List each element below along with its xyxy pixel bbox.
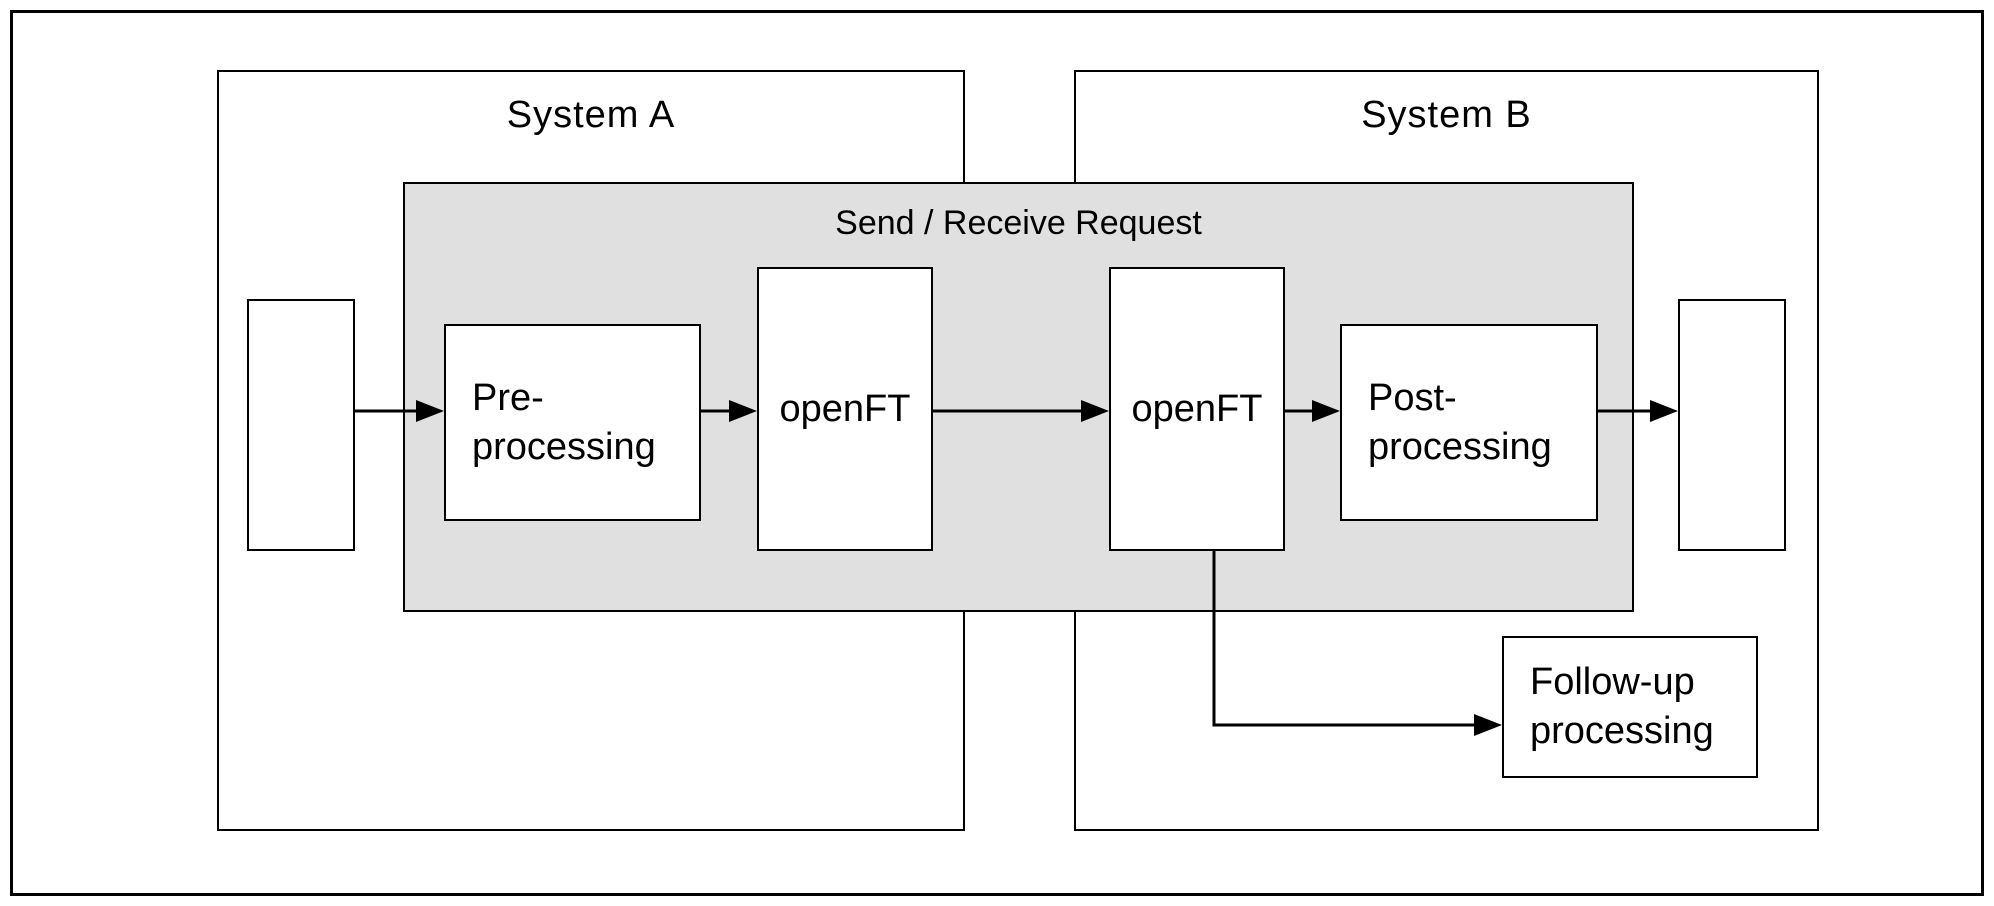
followup-processing-box: Follow-up processing [1502, 636, 1758, 778]
send-receive-request-label: Send / Receive Request [835, 204, 1202, 242]
source-file-box [247, 299, 355, 551]
followup-processing-label: Follow-up processing [1530, 661, 1714, 752]
postprocessing-box: Post- processing [1340, 324, 1598, 521]
openft-a-box: openFT [757, 267, 933, 551]
openft-b-label: openFT [1131, 387, 1263, 430]
system-b-label: System B [1361, 94, 1532, 136]
system-a-label: System A [506, 94, 676, 136]
diagram-frame [10, 10, 1984, 896]
openft-a-label: openFT [779, 387, 911, 430]
preprocessing-box: Pre- processing [444, 324, 701, 521]
openft-b-box: openFT [1109, 267, 1285, 551]
preprocessing-label: Pre- processing [472, 376, 656, 468]
target-file-box [1678, 299, 1786, 551]
postprocessing-label: Post- processing [1368, 376, 1552, 468]
